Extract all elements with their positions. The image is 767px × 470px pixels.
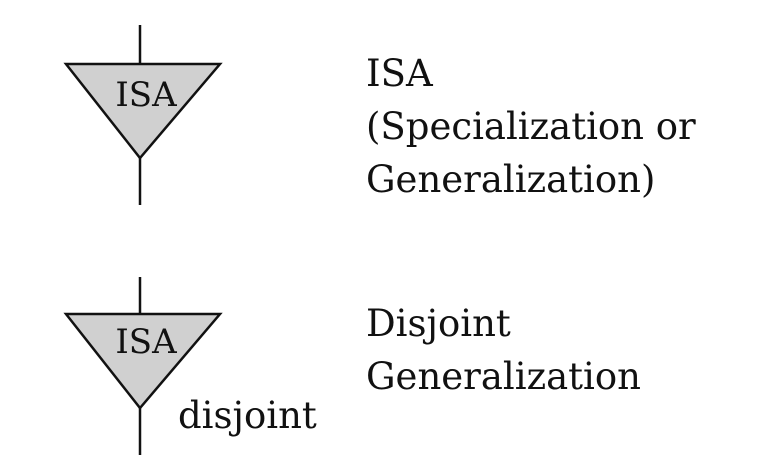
disjoint-isa-triangle bbox=[63, 312, 223, 410]
disjoint-isa-triangle-label: ISA bbox=[115, 322, 177, 362]
isa-triangle-label: ISA bbox=[115, 75, 177, 115]
disjoint-description-line-2: Generalization bbox=[366, 355, 641, 398]
isa-description-line-3: Generalization) bbox=[366, 158, 656, 201]
disjoint-isa-symbol: ISA bbox=[63, 277, 223, 455]
isa-description: ISA (Specialization or Generalization) bbox=[366, 47, 696, 206]
isa-triangle bbox=[63, 62, 223, 160]
isa-symbol: ISA bbox=[63, 25, 223, 205]
disjoint-generalization-description: Disjoint Generalization bbox=[366, 297, 641, 403]
isa-description-line-1: ISA bbox=[366, 52, 433, 95]
disjoint-description-line-1: Disjoint bbox=[366, 302, 511, 345]
disjoint-constraint-label: disjoint bbox=[178, 394, 317, 437]
isa-description-line-2: (Specialization or bbox=[366, 105, 696, 148]
